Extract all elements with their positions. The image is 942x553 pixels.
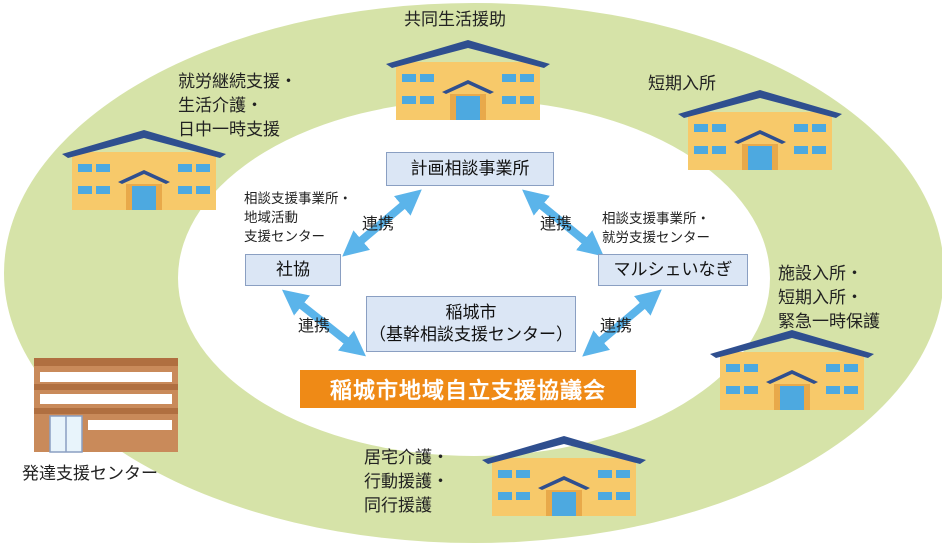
inner-ellipse — [178, 100, 770, 456]
link-arrow-top-left — [342, 189, 422, 257]
council-banner: 稲城市地域自立支援協議会 — [300, 370, 636, 408]
link-label-top-right: 連携 — [540, 214, 573, 233]
link-arrow-bottom-right — [582, 289, 662, 357]
label-employment: 就労継続支援・ 生活介護・ 日中一時支援 — [178, 72, 297, 140]
social-welfare-box: 社協 — [245, 254, 341, 286]
marche-box: マルシェいなぎ — [598, 254, 748, 286]
label-group-home: 共同生活援助 — [404, 10, 506, 30]
marche-note: 相談支援事業所・ 就労支援センター — [602, 211, 710, 246]
link-arrow-bottom-left — [281, 289, 367, 357]
link-arrow-top-right — [522, 189, 604, 257]
office-building-icon — [34, 358, 178, 453]
label-home-care: 居宅介護・ 行動援護・ 同行援護 — [364, 448, 449, 516]
label-facility-admission: 施設入所・ 短期入所・ 緊急一時保護 — [778, 264, 880, 332]
social-welfare-note: 相談支援事業所・ 地域活動 支援センター — [244, 191, 352, 245]
link-label-bottom-right: 連携 — [600, 316, 633, 335]
label-short-stay: 短期入所 — [648, 74, 716, 94]
link-label-top-left: 連携 — [362, 214, 395, 233]
planning-office-box: 計画相談事業所 — [386, 152, 554, 186]
city-box: 稲城市 （基幹相談支援センター） — [366, 296, 576, 352]
label-development-center: 発達支援センター — [22, 464, 158, 484]
link-label-bottom-left: 連携 — [298, 316, 331, 335]
